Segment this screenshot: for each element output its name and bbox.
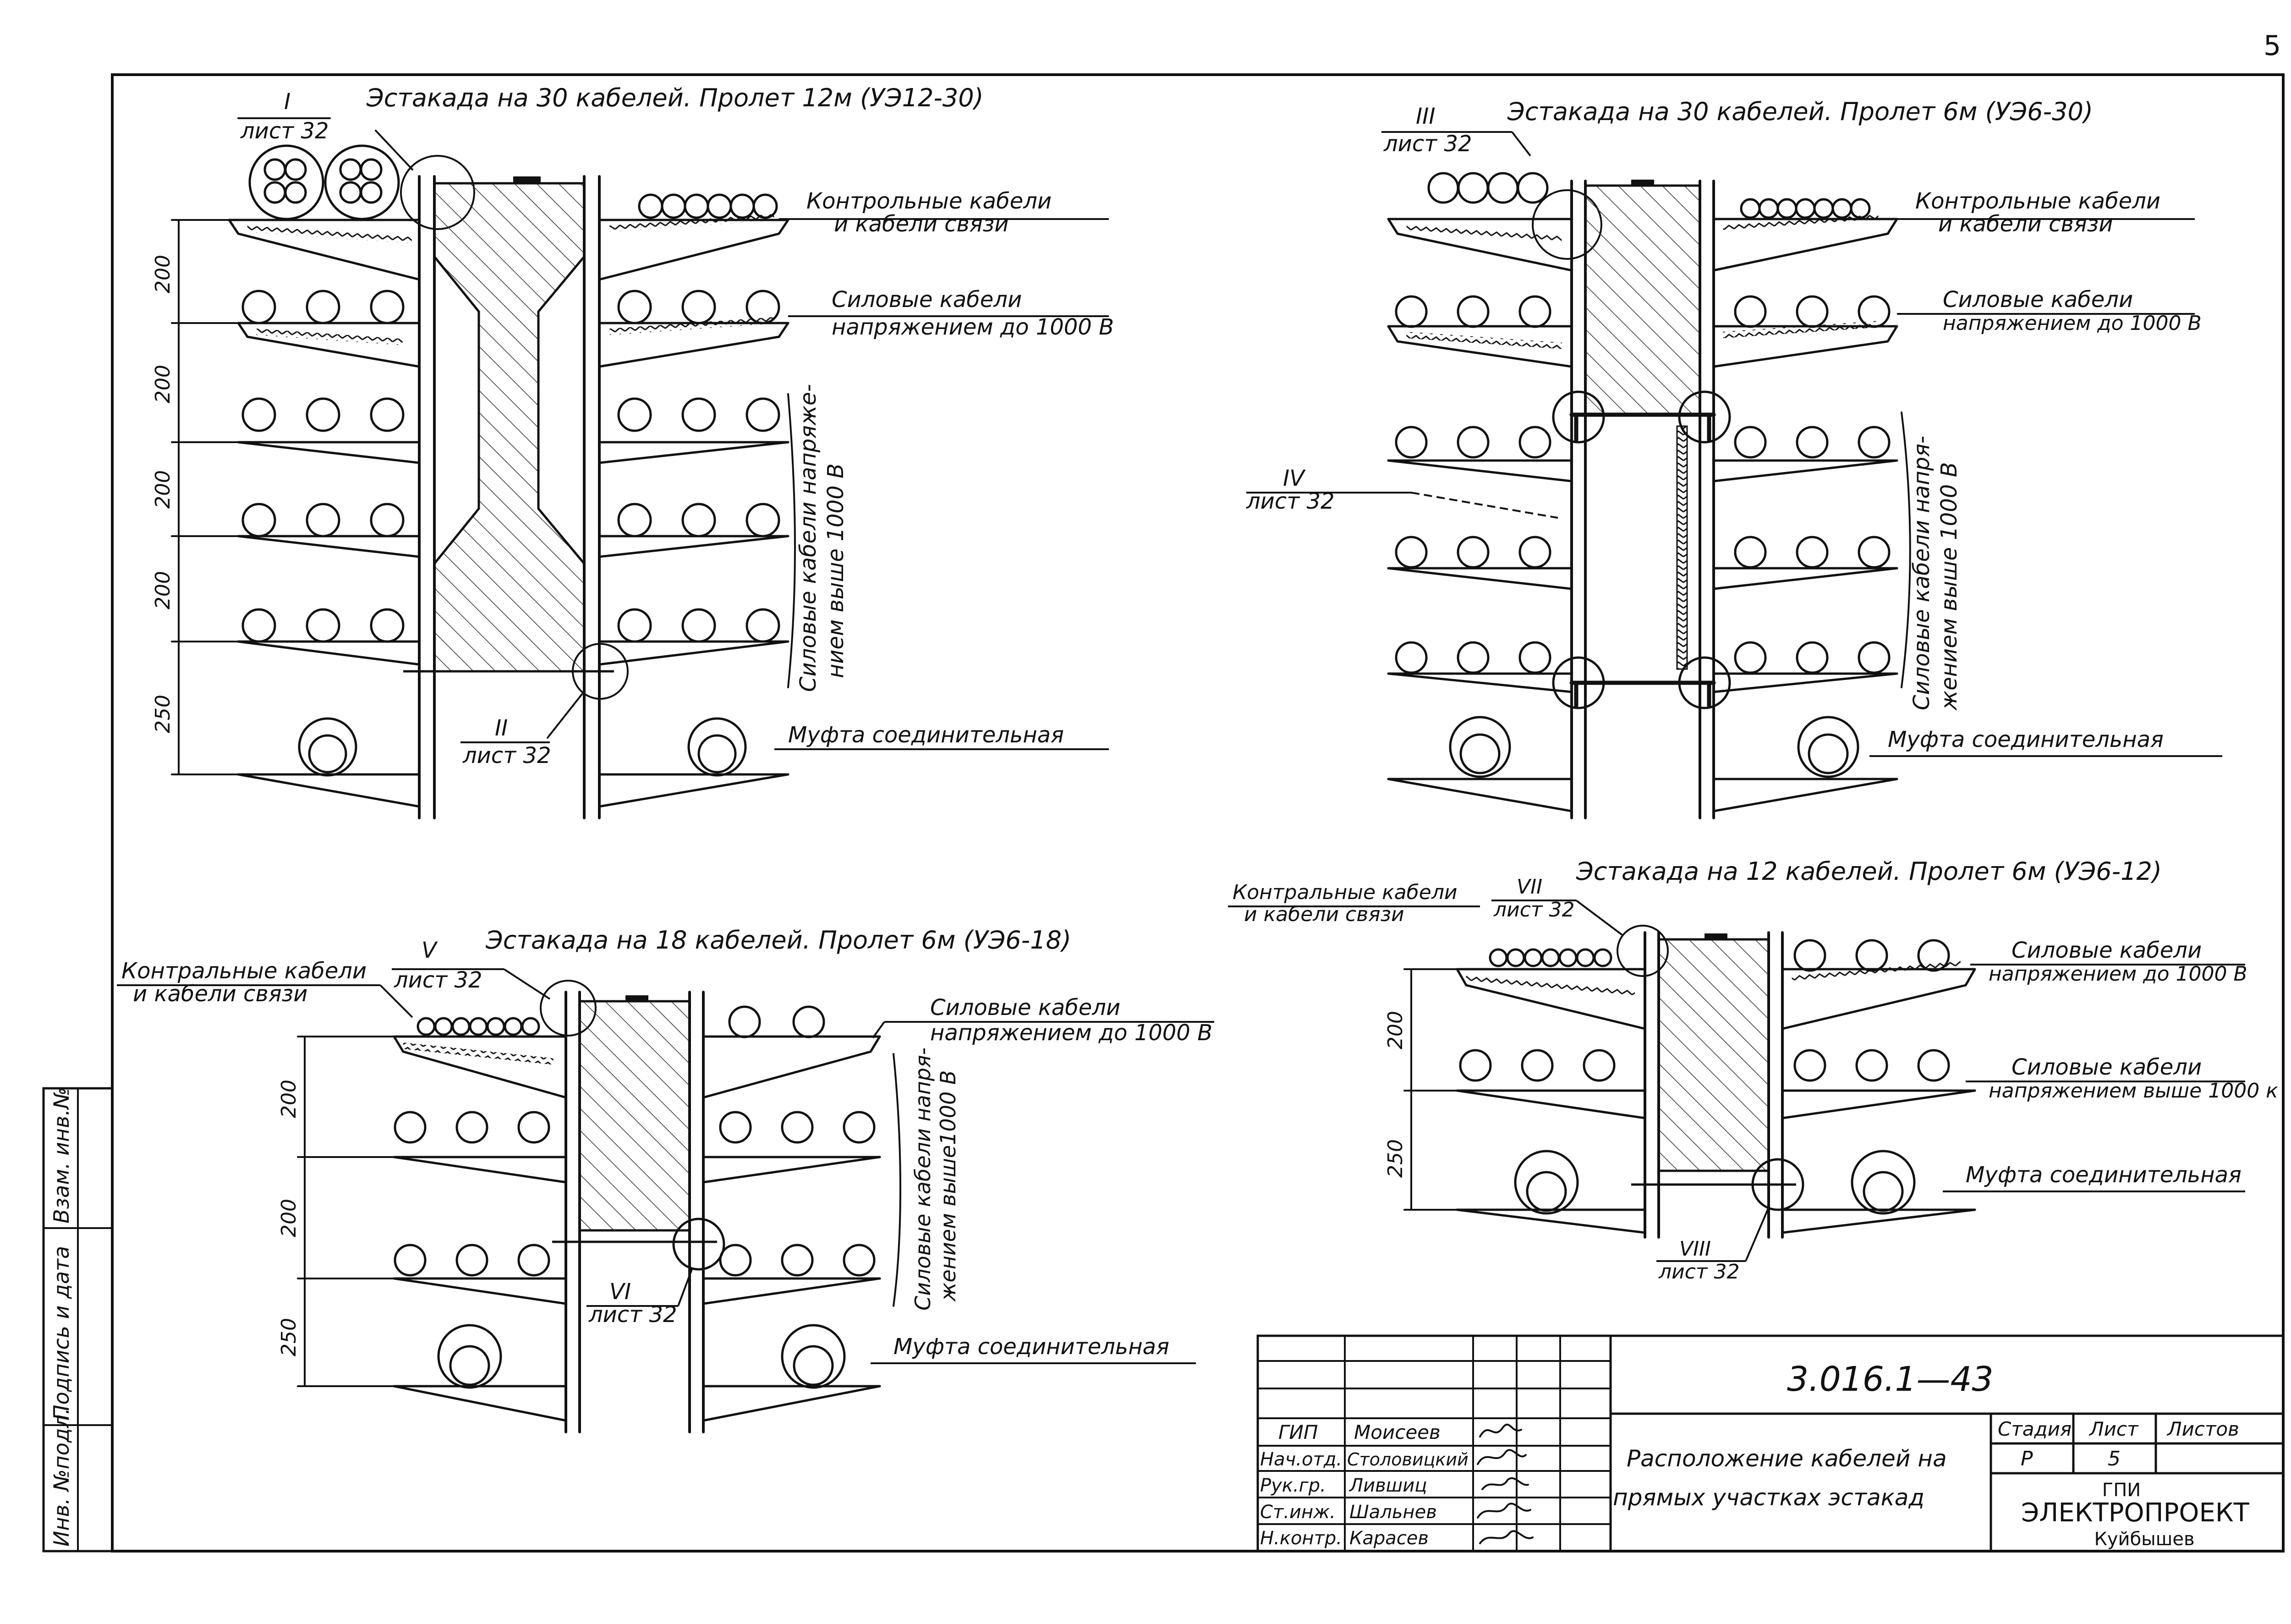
view-b: Эстакада на 30 кабелей. Пролет 6м (УЭ6-3… — [1246, 97, 2222, 819]
role-norm-control: Н.контр. — [1260, 1528, 1342, 1549]
view-a-label-control-1: Контрольные кабели — [806, 188, 1052, 214]
view-c-dim-3: 250 — [277, 1318, 301, 1356]
org-line-1: ГПИ — [2102, 1480, 2141, 1501]
doc-number: 3.016.1—43 — [1787, 1360, 1994, 1399]
view-b-concrete-wall — [1584, 184, 1701, 416]
view-a-dim-3: 200 — [151, 470, 175, 509]
view-d-label-lowv-1: Силовые кабели — [2011, 938, 2202, 963]
view-c-dim-2: 200 — [277, 1199, 301, 1237]
view-d-callout-bottom-sheet: лист 32 — [1658, 1260, 1740, 1284]
view-c-callout-top-num: V — [422, 938, 438, 963]
view-d-label-highv-2: напряжением выше 1000 к — [1989, 1079, 2278, 1103]
view-c-label-coupling: Муфта соединительная — [893, 1334, 1169, 1360]
view-b-label-lowv-2: напряжением до 1000 В — [1943, 312, 2202, 335]
signatures — [1477, 1423, 1534, 1544]
view-b-callout-top-num: III — [1416, 104, 1435, 129]
view-a-title: Эстакада на 30 кабелей. Пролет 12м (УЭ12… — [366, 83, 984, 112]
role-gip: ГИП — [1278, 1421, 1318, 1443]
view-b-label-highv-2: жением выше 1000 В — [1936, 462, 1962, 711]
view-b-label-control-1: Контрольные кабели — [1915, 188, 2160, 214]
strip-inv-label: Инв. №подл. — [49, 1408, 74, 1547]
name-group-lead: Лившиц — [1348, 1475, 1427, 1496]
view-a-label-lowv-2: напряжением до 1000 В — [832, 314, 1114, 340]
view-d-dim-1: 200 — [1384, 1011, 1407, 1049]
view-a-dim-4: 200 — [151, 571, 175, 609]
view-b-title: Эстакада на 30 кабелей. Пролет 6м (УЭ6-3… — [1507, 97, 2093, 126]
view-c-dim-1: 200 — [277, 1080, 301, 1118]
header-stage: Стадия — [1998, 1418, 2072, 1440]
drawing-title-1: Расположение кабелей на — [1627, 1445, 1947, 1472]
value-stage: Р — [2021, 1447, 2033, 1470]
view-c-callout-bottom-num: VI — [609, 1279, 631, 1305]
view-a-label-highv-1: Силовые кабели напряже- — [795, 384, 821, 692]
view-a-dim-1: 200 — [151, 255, 175, 293]
view-c: Эстакада на 18 кабелей. Пролет 6м (УЭ6-1… — [117, 926, 1214, 1433]
view-c-concrete-wall — [578, 1000, 691, 1232]
view-d-callout-bottom-num: VIII — [1679, 1237, 1711, 1261]
view-b-label-coupling: Муфта соединительная — [1888, 727, 2164, 752]
drawing-title-2: прямых участках эстакад — [1613, 1484, 1924, 1511]
left-strip: Инв. №подл. Подпись и дата Взам. инв.№ — [42, 1087, 114, 1553]
role-head-dept: Нач.отд. — [1260, 1449, 1342, 1470]
view-a-label-lowv-1: Силовые кабели — [832, 287, 1022, 313]
view-b-label-highv-1: Силовые кабели напря- — [1909, 436, 1935, 710]
title-block: ГИП Моисеев Нач.отд. Столовицкий Рук.гр.… — [1256, 1334, 2285, 1553]
role-senior-eng: Ст.инж. — [1260, 1502, 1336, 1523]
view-d-label-control-1: Контральные кабели — [1233, 881, 1458, 904]
value-sheet: 5 — [2108, 1447, 2121, 1470]
view-a-label-coupling: Муфта соединительная — [788, 722, 1064, 748]
view-a-callout-bottom-num: II — [495, 715, 508, 741]
org-line-3: Куйбышев — [2094, 1529, 2194, 1550]
view-a-callout-top-num: I — [284, 89, 290, 115]
view-a-dim-5: 250 — [151, 695, 175, 733]
view-d-dim-2: 250 — [1384, 1139, 1407, 1178]
view-b-label-control-2: и кабели связи — [1938, 211, 2113, 237]
view-c-callout-top-sheet: лист 32 — [394, 967, 482, 993]
role-group-lead: Рук.гр. — [1260, 1475, 1326, 1496]
view-b-label-lowv-1: Силовые кабели — [1943, 287, 2133, 313]
view-a: Эстакада на 30 кабелей. Пролет 12м (УЭ12… — [151, 83, 1114, 819]
corner-mark: 5 — [2264, 30, 2281, 62]
view-c-label-highv-2: жением выше1000 В — [936, 1070, 960, 1302]
view-d-title: Эстакада на 12 кабелей. Пролет 6м (УЭ6-1… — [1576, 857, 2162, 886]
name-gip: Моисеев — [1354, 1421, 1441, 1443]
view-b-callout-top-sheet: лист 32 — [1383, 131, 1472, 157]
view-c-label-highv-1: Силовые кабели напря- — [910, 1048, 935, 1311]
view-d-label-lowv-2: напряжением до 1000 В — [1989, 962, 2247, 986]
strip-signature-label: Подпись и дата — [49, 1246, 74, 1421]
view-b-callout-mid-num: IV — [1283, 466, 1306, 491]
view-d: Эстакада на 12 кабелей. Пролет 6м (УЭ6-1… — [1228, 857, 2278, 1284]
name-norm-control: Карасев — [1349, 1528, 1429, 1549]
name-senior-eng: Шальнев — [1349, 1502, 1437, 1523]
view-d-callout-top-num: VII — [1517, 875, 1542, 899]
org-line-2: ЭЛЕКТРОПРОЕКТ — [2021, 1498, 2250, 1528]
view-d-concrete-wall — [1657, 938, 1770, 1172]
strip-replace-label: Взам. инв.№ — [49, 1087, 74, 1223]
view-d-label-coupling: Муфта соединительная — [1966, 1162, 2242, 1188]
view-c-label-lowv-2: напряжением до 1000 В — [930, 1020, 1212, 1046]
name-head-dept: Столовицкий — [1347, 1449, 1469, 1470]
view-a-callout-top-sheet: лист 32 — [240, 118, 329, 144]
view-c-label-control-1: Контральные кабели — [121, 958, 367, 984]
view-c-title: Эстакада на 18 кабелей. Пролет 6м (УЭ6-1… — [485, 926, 1071, 955]
view-a-label-control-2: и кабели связи — [834, 211, 1008, 237]
view-a-concrete-wall — [433, 182, 586, 673]
drawing-frame — [111, 73, 2285, 1553]
header-sheet: Лист — [2088, 1418, 2139, 1440]
view-a-dim-2: 200 — [151, 365, 175, 403]
view-c-label-lowv-1: Силовые кабели — [930, 995, 1120, 1020]
header-sheets: Листов — [2166, 1418, 2239, 1440]
view-a-label-highv-2: нием выше 1000 В — [823, 463, 849, 678]
view-d-callout-top-sheet: лист 32 — [1493, 898, 1575, 922]
view-d-label-highv-1: Силовые кабели — [2011, 1054, 2202, 1080]
view-a-callout-bottom-sheet: лист 32 — [462, 743, 551, 768]
